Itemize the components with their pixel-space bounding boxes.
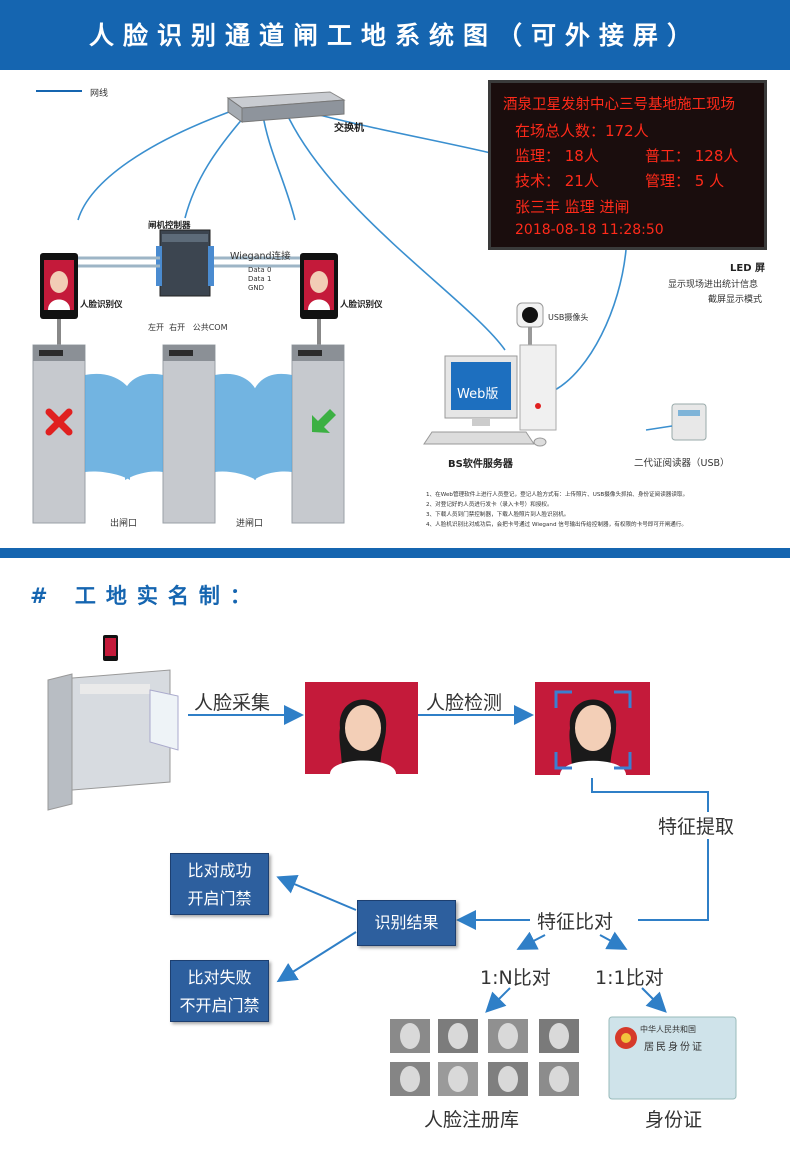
switch-label: 交换机	[334, 123, 364, 134]
id-card-subtitle: 居民身份证	[644, 1042, 704, 1053]
deny-cross-icon	[45, 408, 73, 436]
led-line-site: 酒泉卫星发射中心三号基地施工现场	[503, 97, 735, 113]
led-label: LED 屏	[730, 263, 765, 274]
divider-bar	[0, 548, 790, 558]
face-capture-label: 人脸采集	[194, 692, 271, 714]
network-switch	[226, 91, 346, 123]
id-card-label: 身份证	[645, 1109, 703, 1131]
one-to-one-label: 1:1比对	[595, 967, 664, 989]
note-item: 3、下载人员到门禁控制器，下载人脸照片到人脸识别机。	[426, 512, 570, 518]
page-title: 人脸识别通道闸工地系统图（可外接屏）	[88, 21, 701, 50]
exit-label: 出闸口	[110, 519, 138, 529]
led-desc-2: 截屏显示模式	[708, 295, 763, 305]
face-detect-photo	[535, 682, 650, 775]
face-terminal-right-graphic	[300, 253, 338, 349]
note-item: 1、在Web管理软件上进行人员登记，登记人脸方式有：上传照片、USB摄像头抓拍、…	[426, 492, 689, 498]
success-line-1: 比对成功	[187, 861, 252, 880]
fail-line-2: 不开启门禁	[179, 996, 260, 1015]
relay-label: 左开 右开 公共COM	[148, 323, 228, 332]
controller-label: 闸机控制器	[148, 221, 191, 231]
face-terminal-right-label: 人脸识别仪	[340, 300, 383, 310]
success-line-2: 开启门禁	[187, 889, 252, 908]
led-line-manager: 管理： 5 人	[645, 172, 725, 190]
system-diagram-graphics	[32, 90, 707, 524]
face-library-grid	[390, 1019, 579, 1096]
face-terminal-left-graphic	[40, 253, 78, 349]
led-screen: 酒泉卫星发射中心三号基地施工现场 在场总人数：172人 监理： 18人 普工： …	[488, 80, 767, 250]
monitor-graphic	[423, 355, 547, 447]
feature-compare-label: 特征比对	[537, 907, 614, 934]
led-line-tech: 技术： 21人	[515, 172, 599, 190]
one-to-n-label: 1:N比对	[480, 967, 551, 989]
gate-controller	[156, 229, 214, 297]
data-lines: Data 0 Data 1 GND	[248, 266, 271, 293]
id-reader-usb: （USB）	[691, 458, 730, 469]
data-line-1: Data 1	[248, 275, 272, 283]
usb-camera-label: USB摄像头	[548, 313, 589, 322]
face-capture-photo	[305, 682, 418, 774]
led-line-event: 张三丰 监理 进闸	[515, 198, 630, 216]
result-box: 识别结果	[357, 900, 456, 946]
pc-tower-graphic	[519, 344, 557, 431]
flow-arrows	[188, 705, 709, 1013]
wiegand-label: Wiegand连接	[230, 251, 291, 262]
glass-flaps	[85, 373, 292, 480]
header-bar	[0, 0, 790, 70]
fail-box: 比对失败 不开启门禁	[170, 960, 269, 1022]
success-box: 比对成功 开启门禁	[170, 853, 269, 915]
note-item: 4、人脸机识别比对成功后，会把卡号通过 Wiegand 信号输出传给控制器，有权…	[426, 522, 687, 528]
id-reader-text: 二代证阅读器	[634, 458, 692, 469]
wiring-rails	[72, 256, 300, 268]
face-library-label: 人脸注册库	[424, 1109, 520, 1131]
legend-label: 网线	[90, 89, 109, 99]
entry-label: 进闸口	[236, 519, 264, 529]
flow-graphics	[47, 635, 737, 1100]
allow-arrow-icon	[312, 409, 336, 433]
fail-line-1: 比对失败	[187, 968, 252, 987]
id-card-title: 中华人民共和国	[640, 1025, 696, 1034]
led-desc-1: 显示现场进出统计信息	[668, 280, 759, 290]
led-line-total: 在场总人数：172人	[515, 122, 649, 140]
turnstile-graphic	[47, 635, 179, 811]
id-reader-graphic	[645, 403, 707, 441]
data-line-gnd: GND	[248, 284, 265, 292]
usb-camera-graphic	[516, 302, 544, 345]
led-line-worker: 普工： 128人	[645, 147, 739, 165]
face-detect-label: 人脸检测	[426, 692, 503, 714]
notes-list: 1、在Web管理软件上进行人员登记，登记人脸方式有：上传照片、USB摄像头抓拍、…	[426, 490, 776, 530]
face-detect-frame	[554, 690, 632, 770]
note-item: 2、对登记好的人员进行发卡（录入卡号）和授权。	[426, 502, 553, 508]
data-line-0: Data 0	[248, 266, 272, 274]
server-label: BS软件服务器	[448, 459, 513, 470]
web-version-label: Web版	[457, 387, 499, 402]
led-line-time: 2018-08-18 11:28:50	[515, 222, 664, 238]
gate-pillars	[32, 344, 345, 524]
section-title: # 工地实名制：	[30, 584, 261, 608]
id-card-graphic	[608, 1016, 737, 1100]
feature-extract-label: 特征提取	[658, 812, 735, 839]
led-line-supervisor: 监理： 18人	[515, 147, 599, 165]
id-reader-label: 二代证阅读器（USB）	[634, 455, 730, 469]
face-terminal-left-label: 人脸识别仪	[80, 300, 123, 310]
